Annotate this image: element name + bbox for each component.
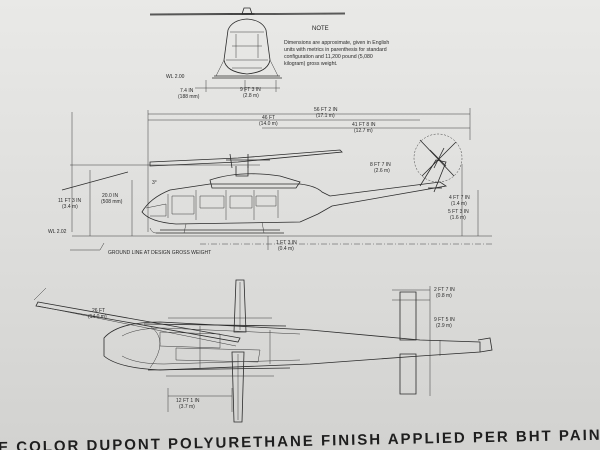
stab-width: 2 FT 7 IN — [434, 287, 455, 293]
note-line-4: kilogram) gross weight. — [284, 61, 337, 67]
front-dim-a: 7.4 IN — [180, 88, 194, 94]
note-block: NOTE Dimensions are approximate, given i… — [284, 26, 389, 67]
fin-height-metric: (1.4 m) — [451, 201, 467, 207]
tail-length: 41 FT 8 IN — [352, 122, 376, 128]
overall-length-metric: (17.1 m) — [316, 113, 335, 119]
fuselage-length-metric: (14.0 m) — [259, 121, 278, 127]
height-metric: (3.4 m) — [62, 204, 78, 210]
small-angle: 3° — [152, 180, 157, 186]
front-dim-b: 9 FT 3 IN — [240, 87, 261, 93]
tail-rotor-dia: 8 FT 7 IN — [370, 162, 391, 168]
tail-rotor-dia-metric: (2.6 m) — [374, 168, 390, 174]
tail-clearance: 5 FT 3 IN — [448, 209, 469, 215]
front-dim-a-metric: (188 mm) — [178, 94, 200, 100]
skid-width: 12 FT 1 IN — [176, 398, 200, 404]
side-wl-label: WL 2.02 — [48, 229, 67, 235]
stab-span-metric: (2.9 m) — [436, 323, 452, 329]
front-dim-b-metric: (2.8 m) — [243, 93, 259, 99]
rotor-radius: 26 FT — [92, 308, 105, 314]
note-line-3: configuration and 11,200 pound (5,080 — [284, 54, 373, 60]
mast-height: 20.0 IN — [102, 193, 119, 199]
note-line-2: units with metrics in parenthesis for st… — [284, 47, 387, 53]
side-view: 56 FT 2 IN (17.1 m) 46 FT (14.0 m) 41 FT… — [48, 107, 492, 256]
stab-width-metric: (0.8 m) — [436, 293, 452, 299]
overall-length: 56 FT 2 IN — [314, 107, 338, 113]
front-view: WL 2.00 7.4 IN (188 mm) 9 FT 3 IN (2.8 m… — [149, 7, 346, 100]
paint-finish-banner: E COLOR DUPONT POLYURETHANE FINISH APPLI… — [0, 426, 600, 450]
rotor-radius-metric: (14.0 m) — [88, 314, 107, 320]
note-title: NOTE — [312, 26, 329, 32]
ground-line-label: GROUND LINE AT DESIGN GROSS WEIGHT — [108, 250, 211, 256]
fuselage-length: 46 FT — [262, 115, 275, 121]
top-view: 26 FT (14.0 m) 2 FT 7 IN (0.8 m) 9 FT 5 … — [33, 279, 493, 423]
skid-clearance-metric: (0.4 m) — [278, 246, 294, 252]
note-line-1: Dimensions are approximate, given in Eng… — [284, 40, 389, 46]
height: 11 FT 3 IN — [58, 198, 82, 204]
skid-width-metric: (3.7 m) — [179, 404, 195, 410]
front-wl-label: WL 2.00 — [166, 74, 185, 80]
tail-clearance-metric: (1.6 m) — [450, 215, 466, 221]
tail-length-metric: (12.7 m) — [354, 128, 373, 134]
stab-span: 9 FT 5 IN — [434, 317, 455, 323]
fin-height: 4 FT 7 IN — [449, 195, 470, 201]
skid-clearance: 1 FT 3 IN — [276, 240, 297, 246]
mast-height-metric: (508 mm) — [101, 199, 123, 205]
